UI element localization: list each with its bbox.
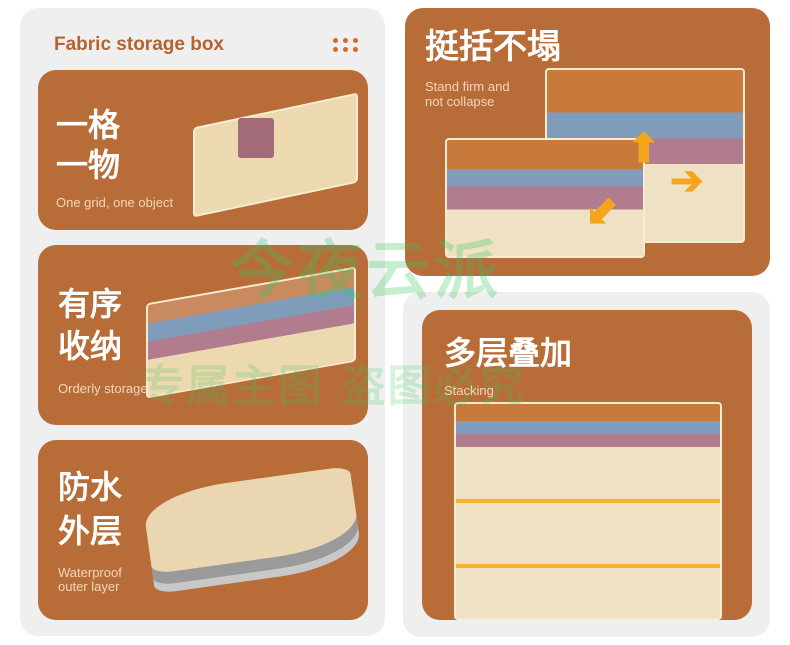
feature-subtitle: Stacking xyxy=(444,383,494,398)
up-arrow-icon: ⬆ xyxy=(627,127,661,171)
page-title: Fabric storage box xyxy=(54,34,224,55)
stack-seam xyxy=(456,564,720,568)
feature-title-line2: 外层 xyxy=(58,512,123,550)
grid-box-image xyxy=(193,92,358,218)
double-arrow-icon: ⬋ xyxy=(585,189,619,233)
stacked-boxes-image xyxy=(454,402,722,620)
dots-grid-icon[interactable] xyxy=(333,38,361,52)
feature-title: 多层叠加 xyxy=(444,334,573,372)
right-arrow-icon: ➔ xyxy=(670,159,704,203)
feature-card-stand-firm: 挺括不塌 Stand firm and not collapse ⬆ ⬋ ➔ xyxy=(405,8,770,276)
feature-title-line2: 收纳 xyxy=(58,327,123,365)
lower-box-image xyxy=(445,138,645,258)
feature-card-one-grid: 一格 一物 One grid, one object xyxy=(38,70,368,230)
feature-title-line1: 防水 xyxy=(58,468,123,506)
feature-card-stacking: 多层叠加 Stacking xyxy=(422,310,752,620)
feature-card-orderly: 有序 收纳 Orderly storage xyxy=(38,245,368,425)
feature-title-line2: 一物 xyxy=(56,146,121,184)
organized-box-image xyxy=(146,266,356,399)
feature-subtitle-line2: not collapse xyxy=(425,94,495,109)
feature-title-line1: 一格 xyxy=(56,106,121,144)
feature-subtitle-line1: Stand firm and xyxy=(425,79,510,94)
pink-item-image xyxy=(238,118,274,158)
feature-subtitle-line2: outer layer xyxy=(58,579,120,594)
feature-title: 挺括不塌 xyxy=(425,27,561,67)
fabric-layer-image xyxy=(141,465,361,575)
feature-subtitle: Orderly storage xyxy=(58,381,148,396)
stack-seam xyxy=(456,499,720,503)
feature-card-waterproof: 防水 外层 Waterproof outer layer xyxy=(38,440,368,620)
feature-subtitle-line1: Waterproof xyxy=(58,565,122,580)
feature-subtitle: One grid, one object xyxy=(56,195,174,210)
feature-title-line1: 有序 xyxy=(58,285,123,323)
